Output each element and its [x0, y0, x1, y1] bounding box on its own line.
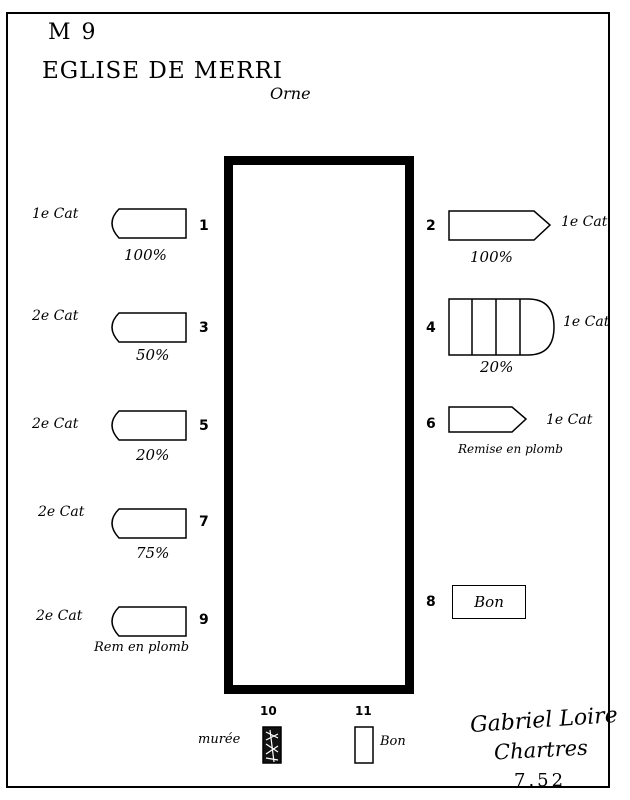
window-2-percent: 100% [470, 248, 513, 266]
window-shape-icon [111, 508, 187, 539]
window-4-number: 4 [426, 320, 436, 336]
window-4-category: 1e Cat [563, 314, 610, 330]
window-shape-icon [448, 210, 552, 241]
window-shape-icon [448, 406, 528, 433]
window-11-number: 11 [355, 704, 372, 718]
window-shape-icon [354, 726, 374, 764]
window-3-category: 2e Cat [32, 308, 79, 324]
window-8-number: 8 [426, 594, 436, 610]
window-shape-icon [111, 208, 187, 239]
window-shape-icon [448, 298, 555, 356]
window-shape-icon [111, 606, 187, 637]
window-9-number: 9 [199, 612, 209, 628]
window-9-category: 2e Cat [36, 608, 83, 624]
town-label: Orne [270, 84, 311, 103]
window-shape-icon [111, 312, 187, 343]
window-11-label: Bon [380, 734, 406, 749]
window-3-number: 3 [199, 320, 209, 336]
window-6-number: 6 [426, 416, 436, 432]
signature-name: Gabriel Loire [469, 702, 619, 739]
window-6-category: 1e Cat [546, 412, 593, 428]
walled-window-icon [262, 726, 282, 764]
window-1-number: 1 [199, 218, 209, 234]
window-7-number: 7 [199, 514, 209, 530]
plan-code: M 9 [48, 20, 98, 45]
window-7-percent: 75% [136, 544, 170, 562]
window-8-box: Bon [452, 585, 526, 619]
window-2-number: 2 [426, 218, 436, 234]
signature-date: 7.52 [514, 770, 567, 791]
window-7-category: 2e Cat [38, 504, 85, 520]
window-10-number: 10 [260, 704, 277, 718]
window-1-category: 1e Cat [32, 206, 79, 222]
window-shape-icon [111, 410, 187, 441]
window-5-category: 2e Cat [32, 416, 79, 432]
window-10-label: murée [198, 732, 241, 747]
window-4-percent: 20% [480, 358, 514, 376]
window-5-percent: 20% [136, 446, 170, 464]
window-2-category: 1e Cat [561, 214, 608, 230]
window-6-note: Remise en plomb [458, 442, 563, 456]
nave-outline [224, 156, 414, 694]
window-1-percent: 100% [124, 246, 167, 264]
window-3-percent: 50% [136, 346, 170, 364]
window-9-note: Rem en plomb [94, 640, 190, 655]
signature-place: Chartres [493, 735, 589, 765]
church-title: EGLISE DE MERRI [42, 58, 283, 84]
window-5-number: 5 [199, 418, 209, 434]
plan-sheet: M 9 EGLISE DE MERRI Orne 1e Cat 1 100% 2… [6, 12, 619, 791]
